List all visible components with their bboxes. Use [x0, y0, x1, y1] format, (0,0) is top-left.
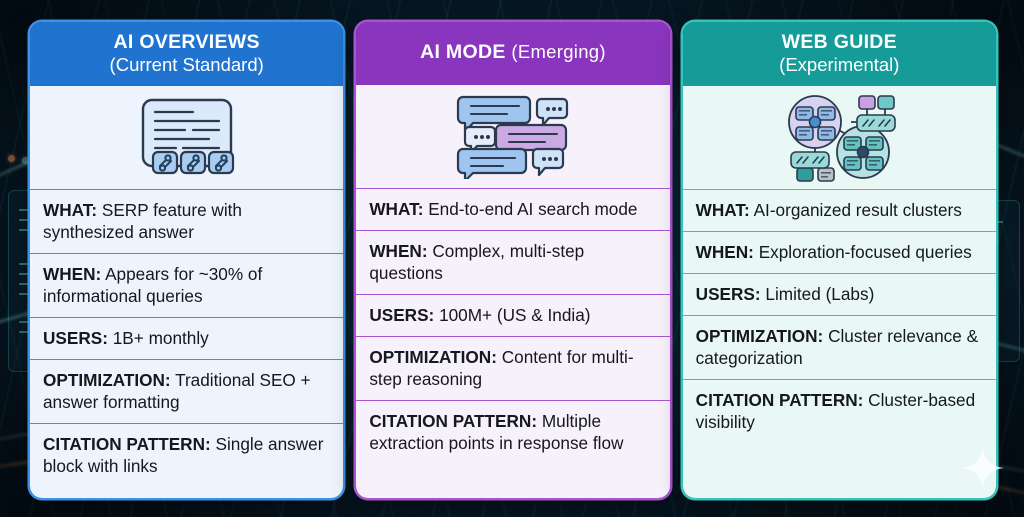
icon-zone-ai-overviews	[30, 86, 344, 191]
row-label: CITATION PATTERN:	[695, 390, 864, 411]
row-value: Single answer block with links	[43, 434, 324, 477]
document-with-links-icon	[141, 98, 234, 174]
rows-ai-overviews: WHAT: SERP feature with synthesized answ…	[30, 190, 344, 498]
cluster-network-icon	[788, 94, 897, 182]
row-optimization: OPTIMIZATION: Cluster relevance & catego…	[682, 316, 996, 381]
row-value: Cluster-based visibility	[695, 390, 976, 433]
card-title: AI MODE (Emerging)	[420, 41, 606, 63]
row-users: USERS: 1B+ monthly	[30, 318, 344, 361]
row-label: WHEN:	[369, 240, 428, 261]
row-value: Limited (Labs)	[765, 284, 875, 305]
card-title: WEB GUIDE	[781, 31, 897, 53]
icon-zone-web-guide	[682, 86, 996, 191]
row-label: WHAT:	[695, 200, 750, 221]
row-when: WHEN: Complex, multi-step questions	[356, 231, 670, 295]
card-title: AI OVERVIEWS	[113, 31, 260, 53]
row-optimization: OPTIMIZATION: Traditional SEO + answer f…	[30, 360, 344, 425]
rows-ai-mode: WHAT: End-to-end AI search mode WHEN: Co…	[356, 188, 670, 498]
row-label: WHAT:	[43, 200, 98, 221]
row-value: Traditional SEO + answer formatting	[43, 370, 311, 413]
row-label: OPTIMIZATION:	[369, 346, 497, 367]
row-citation-pattern: CITATION PATTERN: Multiple extraction po…	[356, 401, 669, 464]
row-value: Cluster relevance & categorization	[695, 326, 979, 369]
row-citation-pattern: CITATION PATTERN: Cluster-based visibili…	[683, 380, 996, 443]
row-label: WHAT:	[369, 198, 424, 219]
row-what: WHAT: End-to-end AI search mode	[356, 189, 670, 231]
chat-bubbles-icon	[456, 96, 569, 180]
row-when: WHEN: Exploration-focused queries	[682, 232, 996, 275]
row-value: Content for multi-step reasoning	[369, 346, 634, 389]
card-header-ai-mode: AI MODE (Emerging)	[356, 22, 670, 85]
card-ai-mode[interactable]: AI MODE (Emerging)	[356, 22, 670, 498]
row-value: 1B+ monthly	[112, 328, 209, 349]
row-label: CITATION PATTERN:	[369, 410, 538, 431]
row-citation-pattern: CITATION PATTERN: Single answer block wi…	[30, 424, 343, 487]
row-label: USERS:	[43, 328, 108, 349]
icon-zone-ai-mode	[356, 84, 670, 189]
row-value: Exploration-focused queries	[758, 242, 972, 263]
row-optimization: OPTIMIZATION: Content for multi-step rea…	[356, 337, 670, 401]
row-label: USERS:	[369, 304, 435, 325]
row-value: Complex, multi-step questions	[369, 240, 585, 283]
row-value: Appears for ~30% of informational querie…	[43, 264, 263, 307]
row-value: 100M+ (US & India)	[439, 304, 591, 325]
row-what: WHAT: AI-organized result clusters	[682, 190, 996, 233]
row-value: Multiple extraction points in response f…	[369, 410, 624, 453]
row-value: SERP feature with synthesized answer	[43, 200, 242, 243]
row-label: WHEN:	[43, 264, 102, 285]
row-what: WHAT: SERP feature with synthesized answ…	[30, 190, 344, 255]
card-ai-overviews[interactable]: AI OVERVIEWS (Current Standard)	[30, 22, 344, 498]
row-label: CITATION PATTERN:	[43, 434, 211, 455]
row-label: OPTIMIZATION:	[43, 370, 171, 391]
row-value: AI-organized result clusters	[753, 200, 962, 221]
row-when: WHEN: Appears for ~30% of informational …	[30, 254, 344, 319]
card-header-web-guide: WEB GUIDE (Experimental)	[682, 22, 996, 87]
row-label: USERS:	[695, 284, 761, 305]
card-header-ai-overviews: AI OVERVIEWS (Current Standard)	[30, 22, 344, 87]
card-subtitle: (Experimental)	[779, 53, 900, 75]
row-label: OPTIMIZATION:	[695, 326, 824, 347]
rows-web-guide: WHAT: AI-organized result clusters WHEN:…	[682, 190, 996, 498]
row-users: USERS: Limited (Labs)	[682, 274, 996, 317]
row-label: WHEN:	[695, 242, 754, 263]
card-subtitle: (Emerging)	[511, 41, 606, 62]
card-subtitle: (Current Standard)	[109, 53, 264, 75]
card-web-guide[interactable]: WEB GUIDE (Experimental)	[682, 22, 996, 498]
row-users: USERS: 100M+ (US & India)	[356, 295, 670, 337]
row-value: End-to-end AI search mode	[428, 198, 638, 219]
